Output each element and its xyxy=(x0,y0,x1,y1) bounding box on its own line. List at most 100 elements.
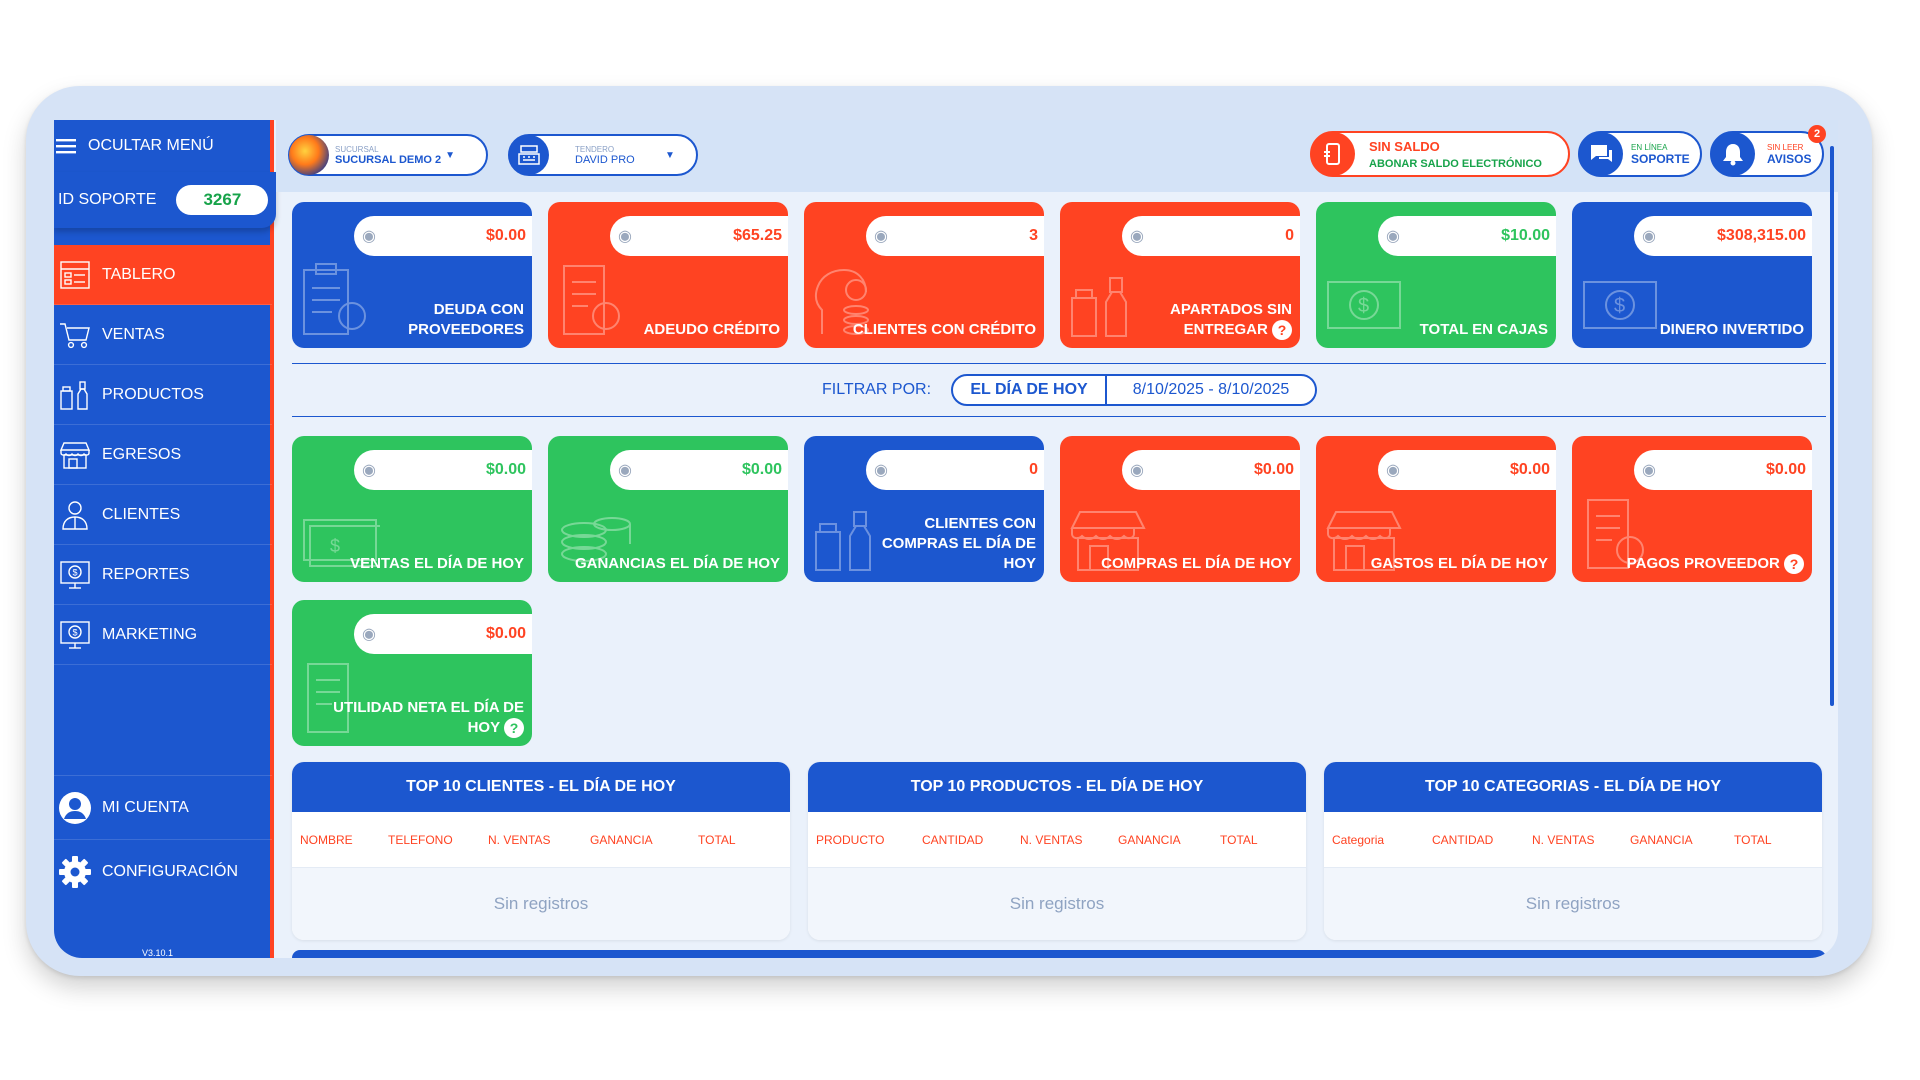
help-icon[interactable]: ? xyxy=(1784,554,1804,574)
column-header[interactable]: PRODUCTO xyxy=(816,832,885,847)
eye-icon[interactable]: ◉ xyxy=(874,228,888,245)
column-header[interactable]: Categoria xyxy=(1332,832,1385,847)
card-label: PAGOS PROVEEDOR xyxy=(1626,554,1780,572)
support-id-label: ID SOPORTE xyxy=(58,191,157,208)
dashboard-icon xyxy=(60,260,90,289)
settings-label: CONFIGURACIÓN xyxy=(102,862,238,880)
card-supplier-payments[interactable]: ◉$0.00 PAGOS PROVEEDOR ? xyxy=(1572,436,1812,582)
sidebar-item-clientes[interactable]: CLIENTES xyxy=(54,485,272,545)
eye-icon[interactable]: ◉ xyxy=(1642,228,1656,245)
card-value: 0 xyxy=(1029,461,1038,478)
column-header[interactable]: N. VENTAS xyxy=(1532,832,1595,847)
card-label: DINERO INVERTIDO xyxy=(1659,321,1804,338)
account-label: MI CUENTA xyxy=(102,798,189,816)
card-profit-today[interactable]: ◉$0.00 GANANCIAS EL DÍA DE HOY xyxy=(548,436,788,582)
support-label: SOPORTE xyxy=(1631,151,1690,166)
card-value: $0.00 xyxy=(1253,461,1294,478)
eye-icon[interactable]: ◉ xyxy=(362,626,376,643)
support-id-box: ID SOPORTE 3267 xyxy=(54,172,276,228)
sidebar-bottom: MI CUENTA CONFIGURACIÓN xyxy=(54,775,272,903)
card-value-box: ◉$0.00 xyxy=(1634,450,1812,490)
support-button[interactable]: EN LÍNEA SOPORTE xyxy=(1578,131,1702,177)
card-credit-owed[interactable]: ◉$65.25 ADEUDO CRÉDITO xyxy=(548,202,788,348)
eye-icon[interactable]: ◉ xyxy=(1386,462,1400,479)
filter-segment: EL DÍA DE HOY 8/10/2025 - 8/10/2025 xyxy=(951,374,1318,406)
column-header[interactable]: N. VENTAS xyxy=(1020,832,1083,847)
eye-icon[interactable]: ◉ xyxy=(618,228,632,245)
card-buying-clients-today[interactable]: ◉ 0 CLIENTES CON COMPRAS EL DÍA DE HOY xyxy=(804,436,1044,582)
card-expenses-today[interactable]: ◉$0.00 GASTOS EL DÍA DE HOY xyxy=(1316,436,1556,582)
hide-menu-button[interactable]: OCULTAR MENÚ xyxy=(54,120,270,172)
card-cash-total[interactable]: ◉$10.00 $ TOTAL EN CAJAS xyxy=(1316,202,1556,348)
divider xyxy=(292,416,1826,417)
card-value-box: ◉ $0.00 xyxy=(354,614,532,654)
table-title: TOP 10 CATEGORIAS - EL DÍA DE HOY xyxy=(1324,762,1822,812)
card-value-box: ◉$0.00 xyxy=(354,450,532,490)
help-icon[interactable]: ? xyxy=(504,718,524,738)
help-icon[interactable]: ? xyxy=(1272,320,1292,340)
sidebar-item-tablero[interactable]: TABLERO xyxy=(54,245,272,305)
column-header[interactable]: TOTAL xyxy=(698,832,736,847)
sidebar-item-marketing[interactable]: $ MARKETING xyxy=(54,605,272,665)
column-header[interactable]: GANANCIA xyxy=(1118,832,1181,847)
date-range-input[interactable]: 8/10/2025 - 8/10/2025 xyxy=(1132,381,1290,398)
column-header[interactable]: GANANCIA xyxy=(590,832,653,847)
card-purchases-today[interactable]: ◉$0.00 COMPRAS EL DÍA DE HOY xyxy=(1060,436,1300,582)
eye-icon[interactable]: ◉ xyxy=(874,462,888,479)
card-label: CLIENTES CON COMPRAS EL DÍA DE HOY xyxy=(881,515,1036,572)
notices-button[interactable]: SIN LEER AVISOS 2 xyxy=(1710,125,1826,177)
clerk-selector[interactable]: TENDERO DAVID PRO ▼ xyxy=(508,134,698,176)
support-id-value: 3267 xyxy=(176,185,269,215)
card-supplier-debt[interactable]: ◉$0.00 DEUDA CON PROVEEDORES xyxy=(292,202,532,348)
card-credit-clients[interactable]: ◉3 CLIENTES CON CRÉDITO xyxy=(804,202,1044,348)
eye-icon[interactable]: ◉ xyxy=(362,462,376,479)
eye-icon[interactable]: ◉ xyxy=(1642,462,1656,479)
card-layaways[interactable]: ◉0 APARTADOS SIN ENTREGAR ? xyxy=(1060,202,1300,348)
sidebar-item-ventas[interactable]: VENTAS xyxy=(54,305,272,365)
notices-label: AVISOS xyxy=(1767,151,1812,166)
balance-button[interactable]: SIN SALDO ABONAR SALDO ELECTRÓNICO xyxy=(1310,131,1570,177)
sidebar-item-reportes[interactable]: $ REPORTES xyxy=(54,545,272,605)
clipboard-icon xyxy=(303,263,366,335)
store-icon xyxy=(59,441,91,469)
balance-title: SIN SALDO xyxy=(1369,138,1440,154)
sidebar-item-account[interactable]: MI CUENTA xyxy=(54,775,272,839)
eye-icon[interactable]: ◉ xyxy=(1130,462,1144,479)
period-select[interactable]: EL DÍA DE HOY xyxy=(953,376,1108,404)
eye-icon[interactable]: ◉ xyxy=(1130,228,1144,245)
svg-text:$: $ xyxy=(330,536,340,556)
card-value-box: ◉ $10.00 xyxy=(1378,216,1556,256)
scrollbar[interactable] xyxy=(1830,146,1834,706)
column-header[interactable]: CANTIDAD xyxy=(1432,832,1494,847)
card-money-invested[interactable]: ◉$308,315.00 $ DINERO INVERTIDO xyxy=(1572,202,1812,348)
sidebar-item-egresos[interactable]: EGRESOS xyxy=(54,425,272,485)
column-header[interactable]: CANTIDAD xyxy=(922,832,984,847)
card-value: $308,315.00 xyxy=(1717,227,1806,244)
column-header[interactable]: GANANCIA xyxy=(1630,832,1693,847)
sidebar-item-settings[interactable]: CONFIGURACIÓN xyxy=(54,839,272,903)
eye-icon[interactable]: ◉ xyxy=(618,462,632,479)
sidebar-item-label: PRODUCTOS xyxy=(102,385,204,403)
column-header[interactable]: N. VENTAS xyxy=(488,832,551,847)
sidebar-item-productos[interactable]: PRODUCTOS xyxy=(54,365,272,425)
table-header-row: PRODUCTO CANTIDAD N. VENTAS GANANCIA TOT… xyxy=(808,812,1306,868)
user-icon xyxy=(59,791,91,824)
card-value: $0.00 xyxy=(485,625,526,642)
top-products-table: TOP 10 PRODUCTOS - EL DÍA DE HOY PRODUCT… xyxy=(808,762,1306,940)
column-header[interactable]: TELEFONO xyxy=(388,832,453,847)
client-icon xyxy=(62,500,88,530)
card-net-utility-today[interactable]: ◉$0.00 UTILIDAD NETA EL DÍA DE HOY ? xyxy=(292,600,532,746)
card-label: ADEUDO CRÉDITO xyxy=(643,321,780,338)
branch-selector[interactable]: SUCURSAL SUCURSAL DEMO 2 ▼ xyxy=(288,134,488,176)
eye-icon[interactable]: ◉ xyxy=(362,228,376,245)
column-header[interactable]: TOTAL xyxy=(1220,832,1258,847)
card-value: $10.00 xyxy=(1501,227,1550,244)
card-value: 0 xyxy=(1285,227,1294,244)
clerk-caption: TENDERO xyxy=(575,144,615,154)
column-header[interactable]: TOTAL xyxy=(1734,832,1772,847)
hide-menu-label: OCULTAR MENÚ xyxy=(88,137,214,154)
card-sales-today[interactable]: ◉$0.00 $ VENTAS EL DÍA DE HOY xyxy=(292,436,532,582)
card-label: DEUDA CON PROVEEDORES xyxy=(408,301,524,338)
eye-icon[interactable]: ◉ xyxy=(1386,228,1400,245)
column-header[interactable]: NOMBRE xyxy=(300,832,353,847)
